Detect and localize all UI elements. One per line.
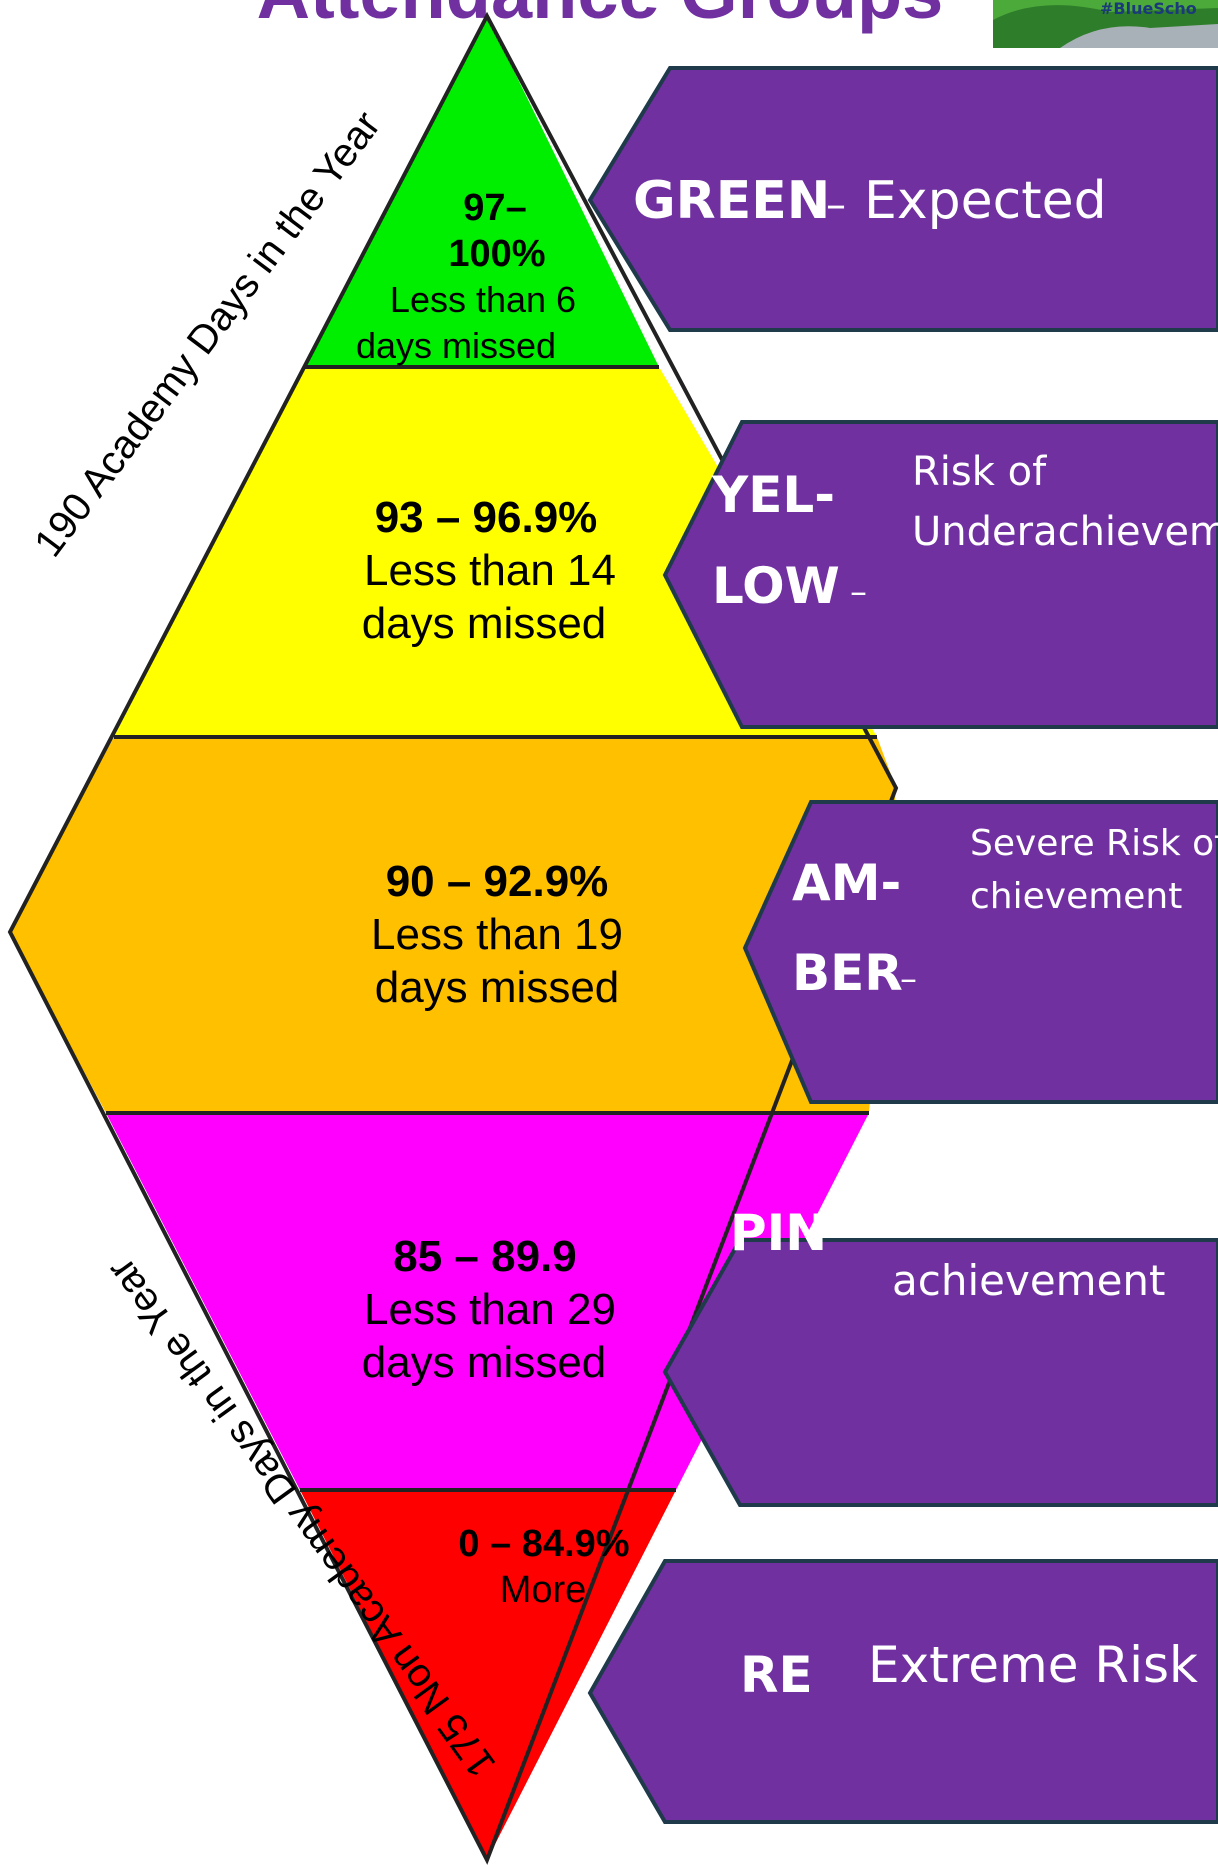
page-title: Attendance Groups (257, 0, 944, 34)
svg-text:Less than 19: Less than 19 (371, 910, 623, 959)
tag-amber-dash: – (900, 959, 917, 999)
school-logo: #BlueScho (993, 0, 1218, 48)
tag-red-desc: Extreme Risk (868, 1636, 1198, 1694)
tag-yellow: YEL- LOW – Risk of Underachievem (662, 420, 1218, 729)
svg-text:85 – 89.9: 85 – 89.9 (393, 1232, 577, 1281)
svg-text:97–: 97– (463, 187, 526, 229)
tag-green-name: GREEN (633, 171, 830, 231)
tag-yellow-name-1: YEL- (711, 466, 835, 524)
svg-text:days missed: days missed (356, 325, 556, 366)
tag-amber-desc-2: chievement (970, 876, 1182, 917)
band-label-green: 97– 100% Less than 6 days missed (356, 187, 576, 366)
svg-text:days missed: days missed (362, 1338, 607, 1387)
svg-text:More: More (500, 1569, 587, 1611)
band-red (300, 1490, 676, 1860)
svg-text:days missed: days missed (375, 963, 620, 1012)
band-green (304, 16, 659, 367)
tag-amber-name-1: AM- (792, 854, 901, 912)
tag-green: GREEN – Expected (587, 66, 1218, 332)
band-amber (10, 737, 896, 1113)
tag-amber-desc-1: Severe Risk of (970, 823, 1218, 864)
tag-yellow-desc-2: Underachievem (912, 509, 1218, 555)
tag-green-dash: – (826, 182, 846, 228)
tag-pink-desc: achievement (892, 1256, 1166, 1305)
svg-text:90 – 92.9%: 90 – 92.9% (386, 857, 609, 906)
tag-pink: achievement PIN (662, 1204, 1218, 1507)
svg-text:100%: 100% (448, 233, 545, 275)
svg-text:Less than 14: Less than 14 (364, 546, 616, 595)
tag-yellow-dash: – (850, 572, 867, 612)
svg-text:days missed: days missed (362, 599, 607, 648)
logo-text: #BlueScho (1100, 0, 1197, 18)
band-label-yellow: 93 – 96.9% Less than 14 days missed (362, 493, 616, 648)
tag-yellow-desc-1: Risk of (912, 449, 1047, 495)
tag-amber: AM- BER – Severe Risk of chievement (742, 800, 1218, 1104)
svg-text:93 – 96.9%: 93 – 96.9% (375, 493, 598, 542)
band-label-amber: 90 – 92.9% Less than 19 days missed (371, 857, 623, 1012)
tag-red: RE Extreme Risk (587, 1559, 1218, 1824)
tag-pink-name: PIN (730, 1204, 827, 1262)
svg-text:Less than 29: Less than 29 (364, 1285, 616, 1334)
svg-text:0 – 84.9%: 0 – 84.9% (458, 1523, 629, 1565)
svg-text:Less than 6: Less than 6 (390, 279, 576, 320)
tag-green-desc: Expected (864, 171, 1107, 231)
band-label-red: 0 – 84.9% More (458, 1523, 629, 1611)
tag-red-name: RE (740, 1646, 813, 1704)
band-yellow (114, 367, 877, 737)
tag-amber-name-2: BER (792, 944, 903, 1002)
tag-yellow-name-2: LOW (712, 557, 840, 615)
band-label-pink: 85 – 89.9 Less than 29 days missed (362, 1232, 616, 1387)
